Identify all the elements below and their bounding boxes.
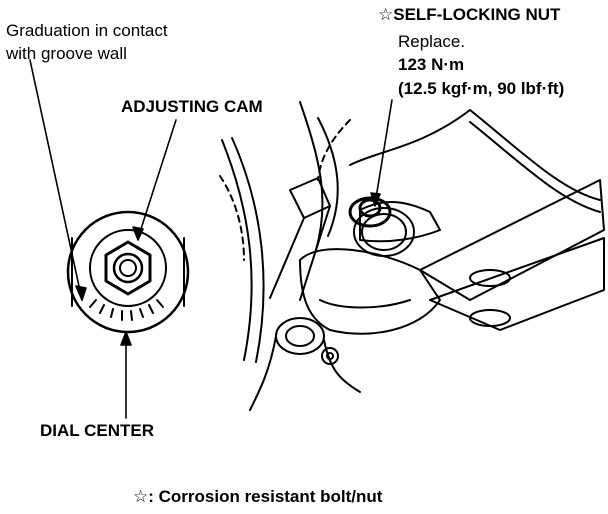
replace-label: Replace. (398, 32, 466, 51)
footnote-text: ☆: Corrosion resistant bolt/nut (133, 487, 383, 506)
torque-value: 123 N·m (398, 55, 465, 74)
leader-lines (29, 59, 393, 419)
self-locking-nut-label: ☆SELF-LOCKING NUT (378, 5, 561, 24)
torque-alt-value: (12.5 kgf·m, 90 lbf·ft) (398, 79, 565, 98)
graduation-label-line2: with groove wall (6, 44, 127, 63)
dial-center-label: DIAL CENTER (40, 421, 154, 440)
adjusting-cam-label: ADJUSTING CAM (121, 97, 263, 116)
suspension-assembly (219, 101, 605, 411)
adjusting-cam-detail (66, 210, 190, 334)
graduation-label-line1: Graduation in contact (6, 21, 168, 40)
